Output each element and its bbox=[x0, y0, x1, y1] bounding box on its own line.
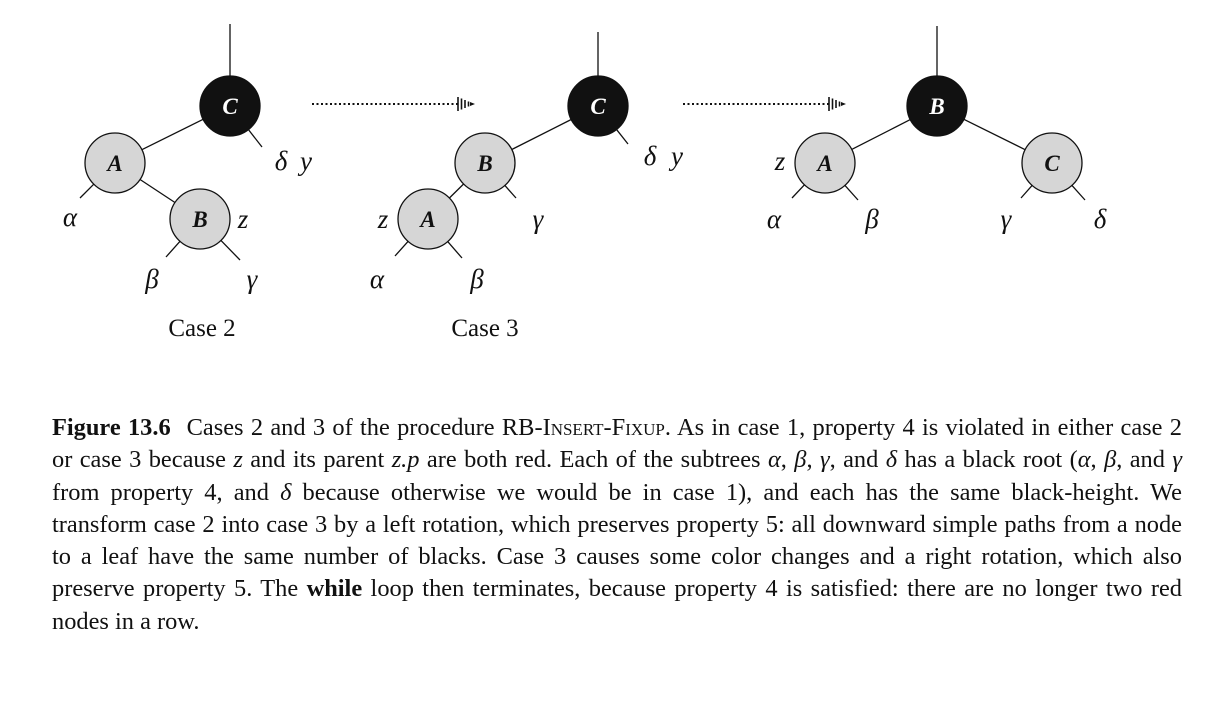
caption-smallcaps: nsert bbox=[550, 414, 604, 441]
caption-text: from property 4, and bbox=[52, 478, 281, 506]
caption-text: , and bbox=[829, 446, 886, 474]
subtree-edge bbox=[394, 240, 409, 257]
symbol-gamma: γ bbox=[533, 204, 545, 234]
caption-smallcaps: ixup bbox=[625, 414, 665, 441]
caption-math: δ bbox=[280, 478, 292, 506]
tree-edge bbox=[141, 118, 204, 151]
red-node bbox=[1021, 132, 1083, 194]
subtree-edge bbox=[79, 183, 95, 199]
node-label-c: C bbox=[1044, 151, 1060, 176]
arrow-tip bbox=[470, 102, 475, 106]
symbol-z: z bbox=[237, 204, 249, 234]
transform-arrow bbox=[683, 97, 846, 111]
black-node bbox=[567, 75, 629, 137]
symbol-delta: δ bbox=[644, 141, 657, 171]
figure-caption: Figure 13.6 Cases 2 and 3 of the procedur… bbox=[52, 412, 1182, 638]
subtree-edge bbox=[165, 240, 181, 258]
caption-math: δ bbox=[885, 446, 898, 474]
transform-arrow bbox=[312, 97, 475, 111]
symbol-beta: β bbox=[864, 204, 879, 234]
symbol-alpha: α bbox=[63, 202, 78, 232]
node-label-b: B bbox=[476, 151, 492, 176]
node-label-b: B bbox=[191, 207, 207, 232]
caption-text: , bbox=[780, 446, 795, 474]
subtree-edge bbox=[1071, 184, 1086, 201]
red-node bbox=[169, 188, 231, 250]
node-label-c: C bbox=[590, 94, 606, 119]
tree-result: B A Cα β γ δ z bbox=[767, 26, 1107, 234]
subtree-edge bbox=[220, 240, 241, 261]
caption-math: α bbox=[1077, 446, 1091, 474]
caption-text: . As in case 1, property 4 is violated i… bbox=[52, 414, 1182, 474]
caption-text: , bbox=[806, 446, 820, 474]
symbol-alpha: α bbox=[370, 264, 385, 294]
caption-text: and its parent bbox=[242, 446, 392, 474]
symbol-alpha: α bbox=[767, 204, 782, 234]
subtree-edge bbox=[1020, 185, 1033, 199]
symbol-beta: β bbox=[144, 264, 159, 294]
tree-edge bbox=[139, 178, 176, 204]
caption-math: z.p bbox=[391, 446, 420, 474]
subtree-edge bbox=[844, 184, 859, 201]
caption-text: because otherwise we would be in case 1)… bbox=[52, 478, 1182, 603]
figure-number: Figure 13.6 bbox=[52, 414, 171, 441]
subtree-edge bbox=[616, 129, 629, 145]
node-label-a: A bbox=[815, 151, 832, 176]
caption-math: β bbox=[1104, 446, 1117, 474]
caption-text: Cases 2 and 3 of the procedure RB-I bbox=[186, 414, 551, 441]
caption-text: has a black root ( bbox=[897, 446, 1078, 474]
case-label: Case 2 bbox=[168, 315, 235, 342]
tree-edge bbox=[963, 118, 1026, 151]
symbol-gamma: γ bbox=[1001, 204, 1013, 234]
case-label: Case 3 bbox=[451, 315, 518, 342]
caption-math: γ bbox=[819, 446, 830, 474]
node-label-a: A bbox=[418, 207, 435, 232]
caption-text: , bbox=[1090, 446, 1105, 474]
tree-edge bbox=[851, 119, 911, 150]
black-node bbox=[906, 75, 968, 137]
caption-text: , and bbox=[1116, 446, 1173, 474]
caption-keyword: while bbox=[306, 575, 363, 603]
symbol-delta: δ bbox=[275, 146, 288, 176]
node-label-c: C bbox=[222, 94, 238, 119]
tree-edge bbox=[511, 118, 572, 151]
symbol-beta: β bbox=[469, 264, 484, 294]
node-label-b: B bbox=[928, 94, 944, 119]
red-node bbox=[397, 188, 459, 250]
symbol-gamma: γ bbox=[247, 264, 259, 294]
red-node bbox=[454, 132, 516, 194]
tree-edge bbox=[448, 183, 465, 199]
caption-math: z bbox=[233, 446, 243, 474]
symbol-y: y bbox=[297, 146, 312, 176]
symbol-z: z bbox=[377, 204, 389, 234]
caption-text: -F bbox=[603, 414, 626, 441]
symbol-y: y bbox=[668, 141, 683, 171]
black-node bbox=[199, 75, 261, 137]
subtree-edge bbox=[447, 241, 463, 259]
caption-math: α bbox=[767, 446, 781, 474]
red-node bbox=[794, 132, 856, 194]
red-node bbox=[84, 132, 146, 194]
caption-math: β bbox=[794, 446, 807, 474]
node-label-a: A bbox=[105, 151, 122, 176]
symbol-delta: δ bbox=[1094, 204, 1107, 234]
caption-text: are both red. Each of the subtrees bbox=[419, 446, 768, 474]
caption-math: γ bbox=[1172, 446, 1182, 474]
caption-text: loop then terminates, because property 4… bbox=[52, 575, 1182, 635]
subtree-edge bbox=[791, 184, 805, 199]
symbol-z: z bbox=[774, 146, 786, 176]
subtree-edge bbox=[504, 185, 517, 199]
arrow-tip bbox=[841, 102, 846, 106]
subtree-edge bbox=[247, 129, 263, 148]
